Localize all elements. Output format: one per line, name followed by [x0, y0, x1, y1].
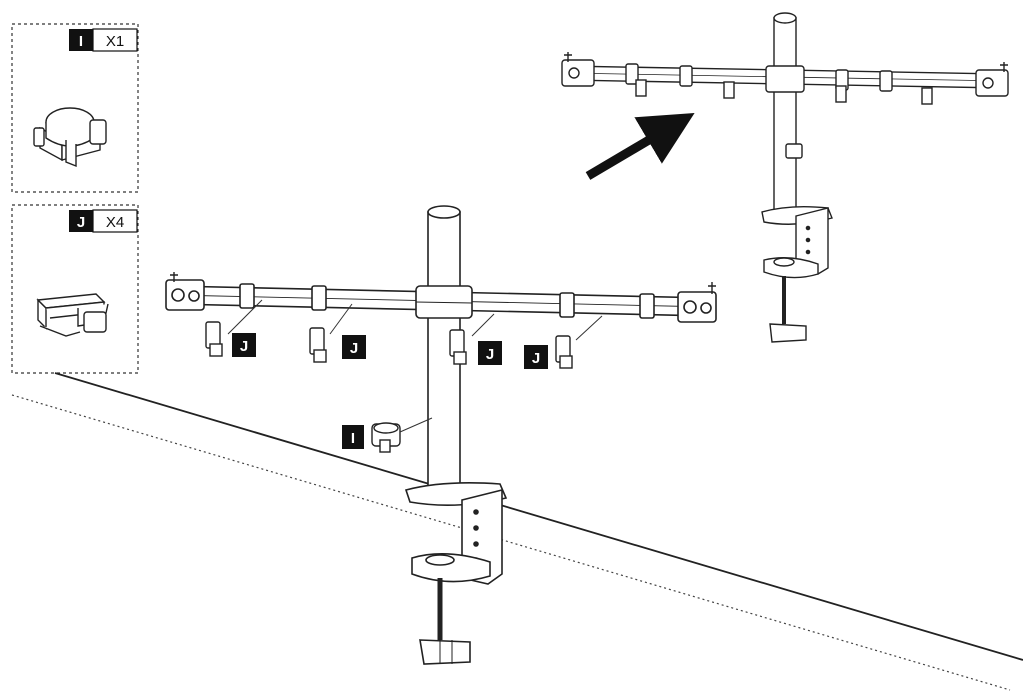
left-end-plate: [165, 279, 205, 311]
cable-clip-illustration: [33, 107, 107, 168]
mounted-clips-j: [205, 321, 573, 453]
direction-arrow: [585, 113, 695, 180]
part-j-letter: J: [77, 214, 85, 231]
clip-j-4: [555, 335, 573, 369]
callout-j-4-label: J: [532, 350, 540, 367]
assembled-cable-clip: [785, 143, 803, 159]
clip-j-3: [449, 329, 467, 365]
desk-edge-line: [54, 372, 1023, 661]
assembled-pole: [773, 17, 797, 213]
part-i-quantity: X1: [106, 33, 124, 50]
callout-i-1: I: [342, 425, 364, 449]
callout-j-2-label: J: [350, 340, 358, 357]
clip-j-1: [205, 321, 223, 357]
part-i-header: I X1: [69, 28, 138, 52]
arm-clip-illustration: [36, 293, 109, 337]
main-mount: [165, 205, 717, 665]
part-j-quantity: X4: [106, 214, 124, 231]
assembled-mount: [561, 12, 1009, 343]
callout-j-1-label: J: [240, 338, 248, 355]
clip-j-2: [309, 327, 327, 363]
part-box-j: J X4: [11, 204, 139, 374]
leader-lines: [227, 299, 603, 433]
right-end-plate: [677, 291, 717, 323]
callout-j-3: J: [478, 341, 502, 365]
callout-j-4: J: [524, 345, 548, 369]
callout-j-3-label: J: [486, 346, 494, 363]
part-i-letter: I: [79, 33, 83, 50]
clamp-knob: [419, 639, 471, 665]
desk-dotted-line: [11, 394, 1011, 691]
clip-i: [371, 422, 401, 453]
callout-j-2: J: [342, 335, 366, 359]
part-box-i: I X1: [11, 23, 139, 193]
callout-i-1-label: I: [351, 430, 355, 447]
part-j-header: J X4: [69, 209, 138, 233]
callout-j-1: J: [232, 333, 256, 357]
